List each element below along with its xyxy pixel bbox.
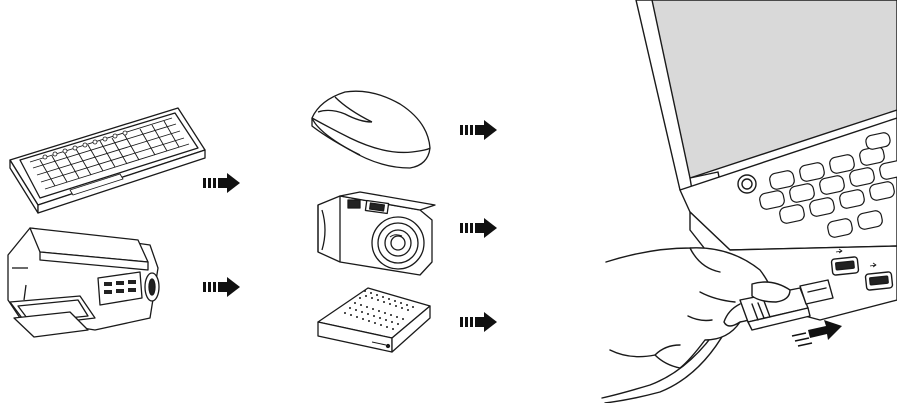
arrow-printer xyxy=(203,277,240,297)
arrow-camera xyxy=(460,218,497,238)
printer-icon xyxy=(7,227,160,338)
mouse-icon xyxy=(311,90,431,169)
laptop-screen xyxy=(651,0,897,179)
arrow-keyboard xyxy=(203,173,240,193)
usb-cable xyxy=(601,324,721,399)
usb-port-2 xyxy=(864,271,894,291)
usb-port-1 xyxy=(830,256,860,276)
hand-with-usb-plug xyxy=(601,247,834,403)
arrow-mouse xyxy=(460,120,497,140)
arrow-plug-in xyxy=(791,320,842,347)
laptop-keyboard xyxy=(759,132,897,238)
laptop-icon xyxy=(635,0,897,321)
external-drive-icon xyxy=(317,287,431,353)
keyboard-icon xyxy=(9,107,206,214)
camera-icon xyxy=(317,191,436,276)
arrow-drive xyxy=(460,312,497,332)
